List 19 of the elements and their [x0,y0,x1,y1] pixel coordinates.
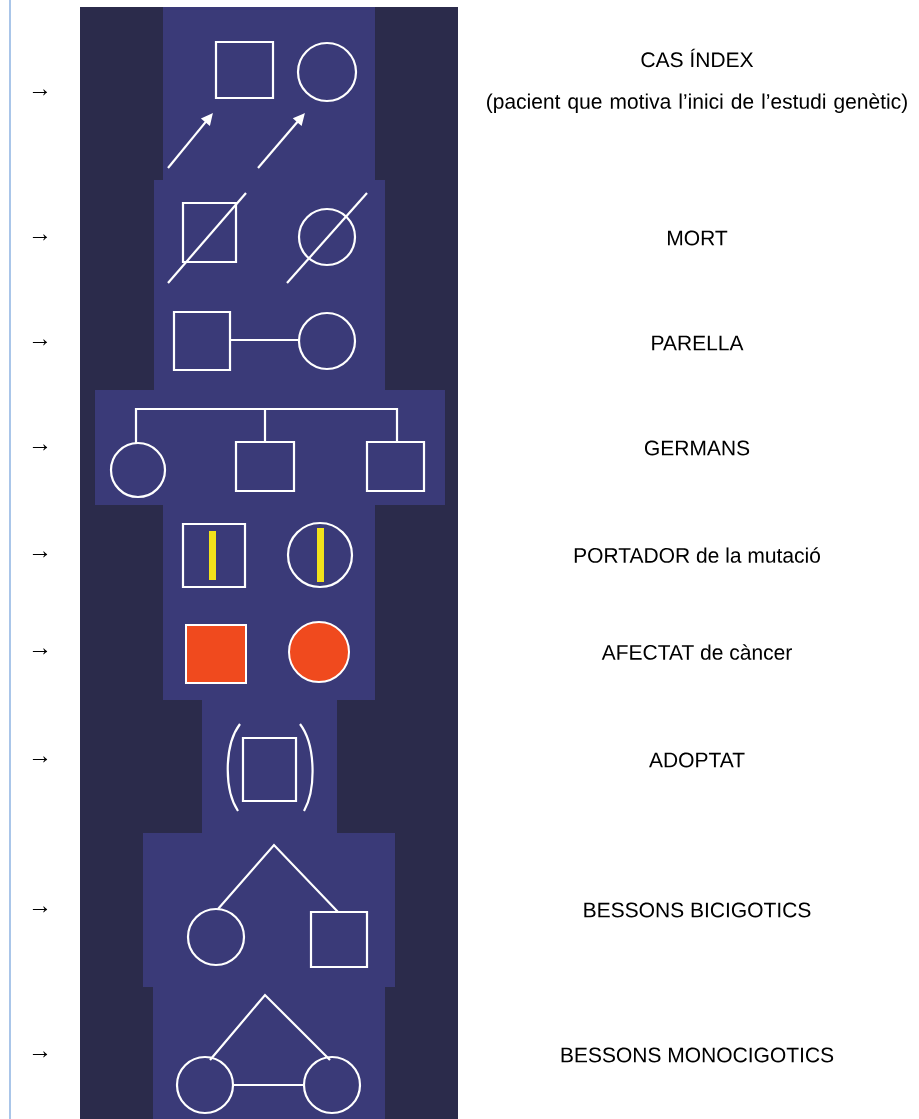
arrow-glyph: → [32,906,48,913]
symbol-caption: MORT [668,230,728,246]
symbol-caption: GERMANS [644,440,750,456]
symbol-caption: BESSONS MONOCIGOTICS [561,1047,834,1063]
symbol-caption: PORTADOR de la mutació [574,547,820,563]
arrow-glyph: → [32,234,48,241]
symbol-caption: ADOPTAT [649,752,745,768]
arrow-glyph: → [32,648,48,655]
arrow-glyph: → [32,89,48,96]
arrow-glyph: → [32,551,48,558]
symbol-caption: BESSONS BICIGOTICS [584,902,811,918]
symbol-caption: CAS ÍNDEX [641,48,754,68]
arrow-glyph: → [32,1051,48,1058]
arrow-glyph: → [32,444,48,451]
symbol-caption: PARELLA [652,335,744,351]
arrow-glyph: → [32,339,48,346]
arrow-glyph: → [32,756,48,763]
symbol-caption: (pacient que motiva l’inici de l’estudi genètic) [487,93,907,114]
symbol-caption: AFECTAT de càncer [601,644,792,660]
